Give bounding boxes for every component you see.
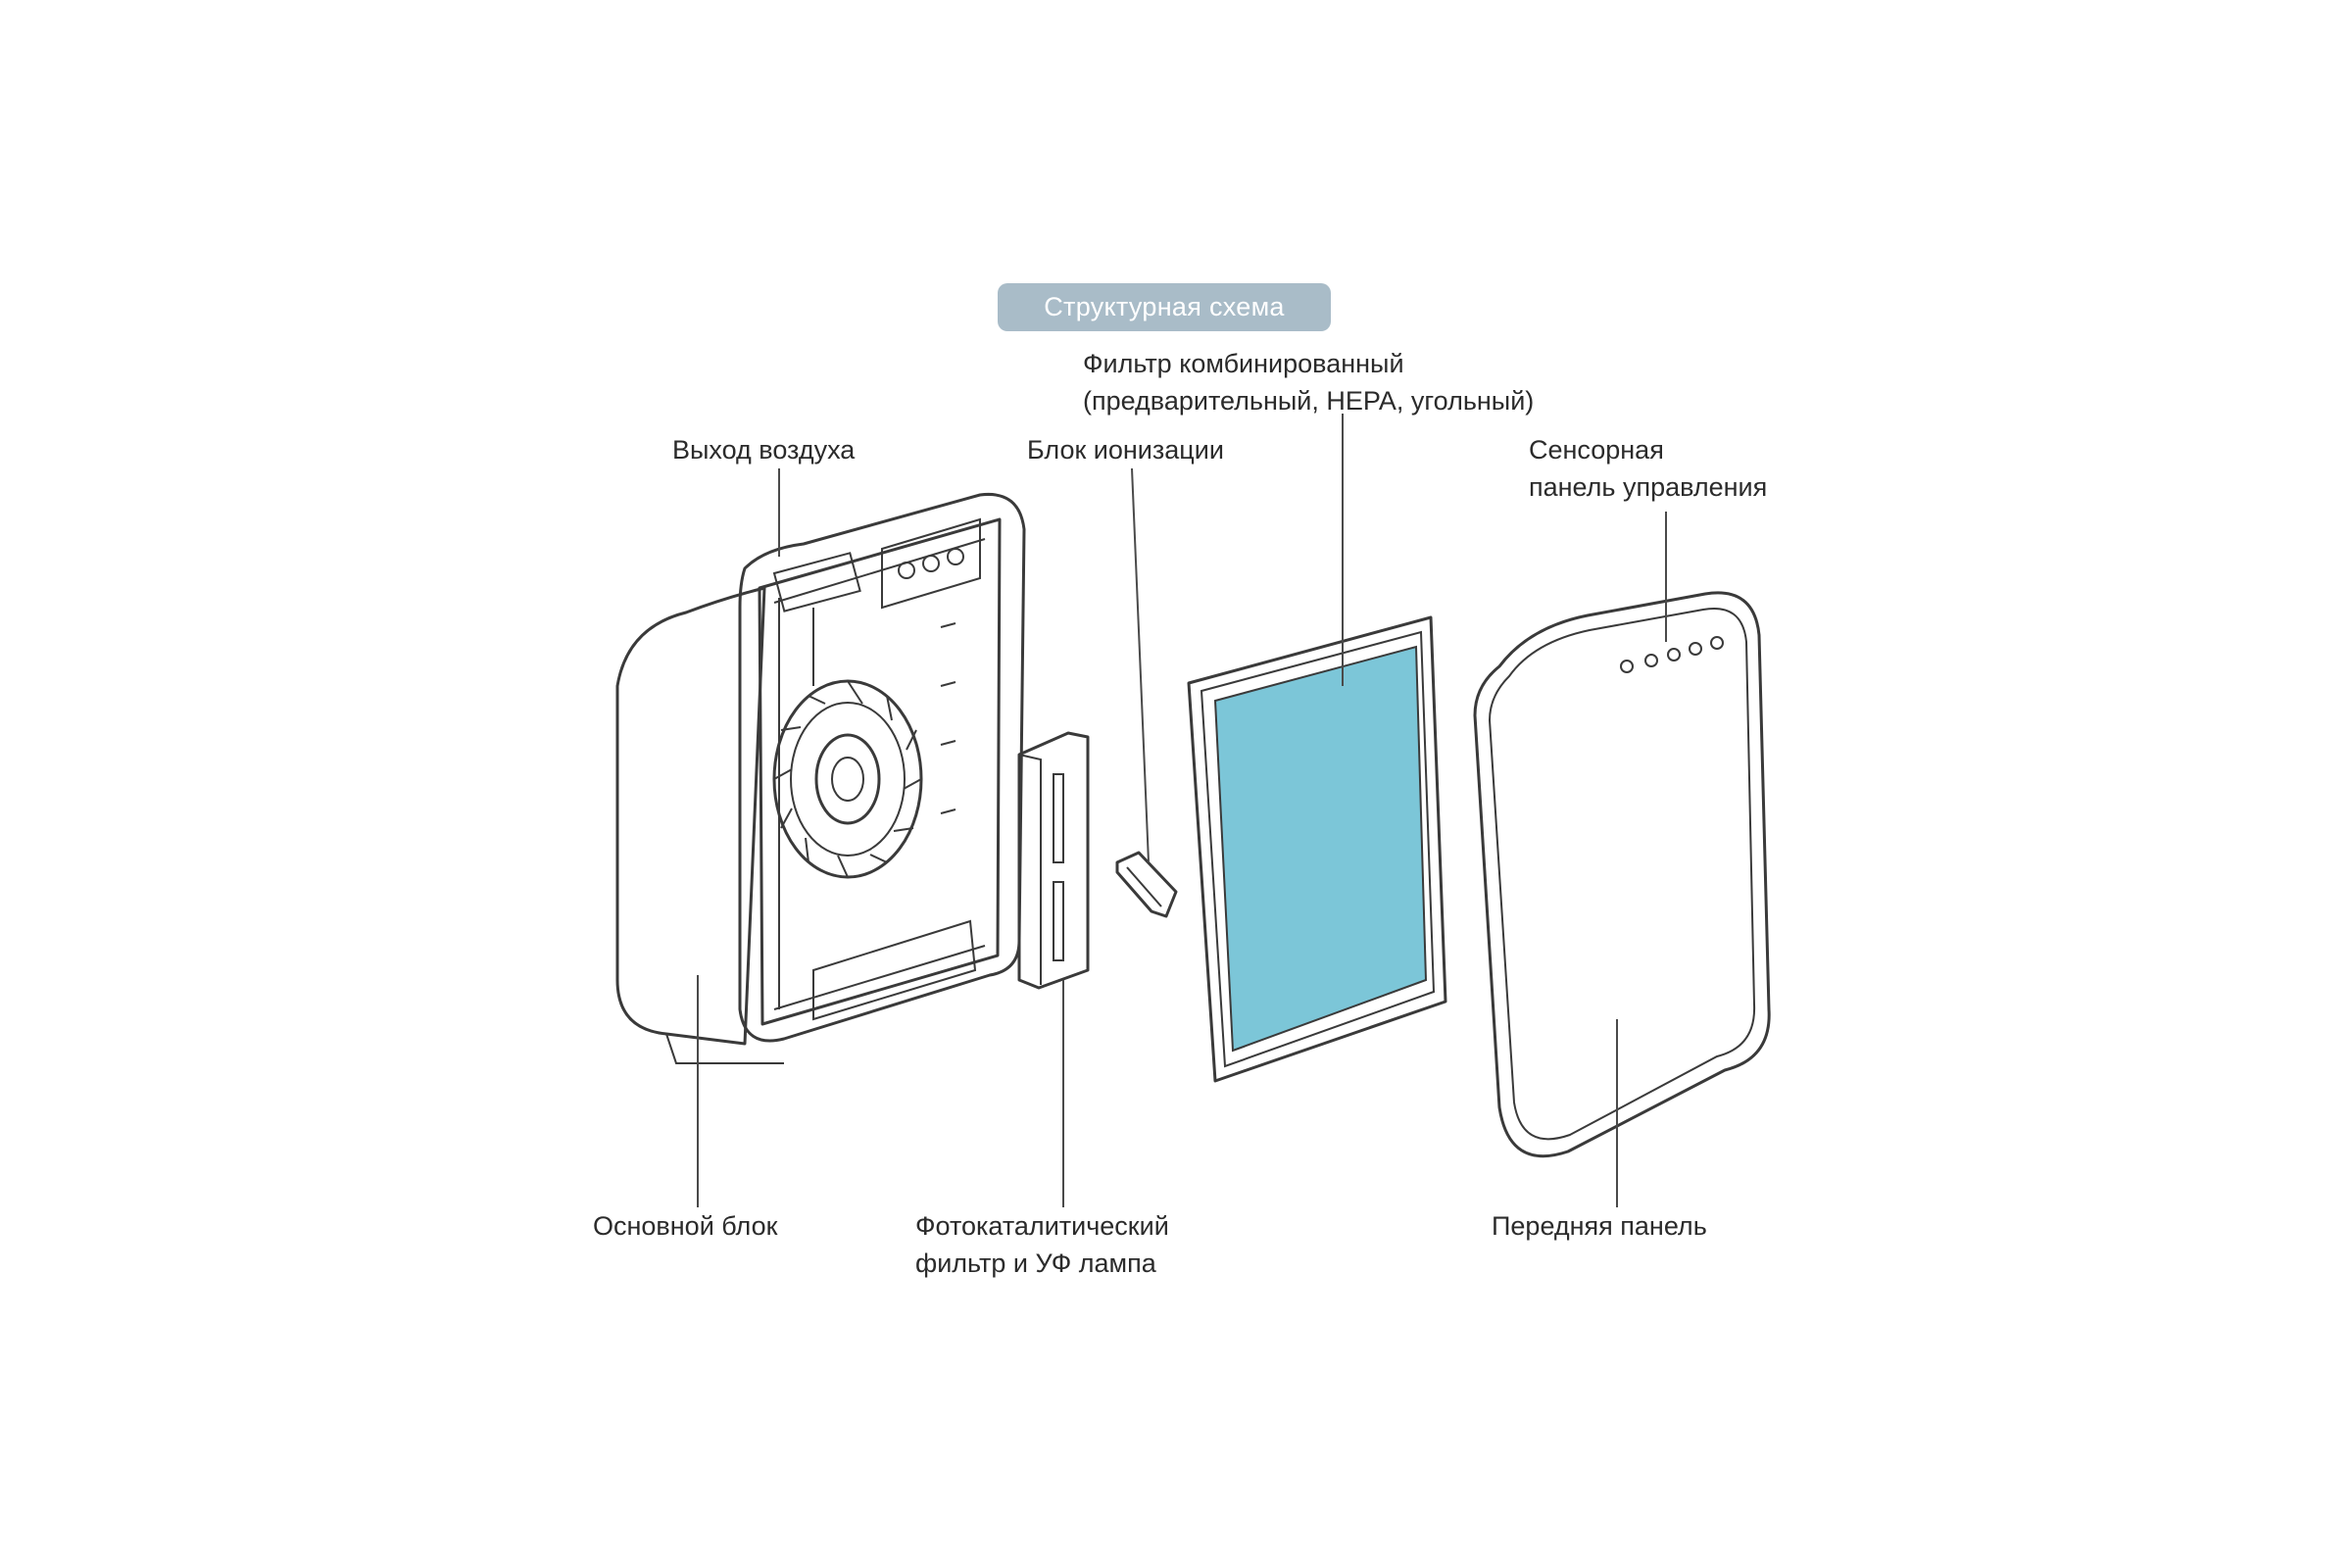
- label-main-unit: Основной блок: [593, 1211, 778, 1241]
- front-panel-cover: [1473, 591, 1771, 1158]
- label-ionization-unit: Блок ионизации: [1027, 435, 1224, 465]
- label-touch-panel: Сенсорная панель управления: [1529, 435, 1768, 502]
- diagram-title-badge: Структурная схема: [998, 283, 1331, 331]
- label-front-panel: Передняя панель: [1492, 1211, 1707, 1241]
- combined-filter-frame: [1187, 615, 1447, 1083]
- label-combined-filter: Фильтр комбинированный (предварительный,…: [1083, 349, 1535, 416]
- fan-impeller-icon: [772, 679, 923, 879]
- diagram-title: Структурная схема: [1044, 292, 1285, 321]
- label-photocatalytic-filter: Фотокаталитический фильтр и УФ лампа: [915, 1211, 1169, 1278]
- photocatalytic-module: [1017, 731, 1090, 990]
- leader-lines: [697, 414, 1667, 1207]
- ionizer-module: [1115, 851, 1178, 918]
- main-unit-housing: [615, 492, 1026, 1064]
- control-buttons-icon: [1620, 636, 1724, 673]
- label-air-outlet: Выход воздуха: [672, 435, 856, 465]
